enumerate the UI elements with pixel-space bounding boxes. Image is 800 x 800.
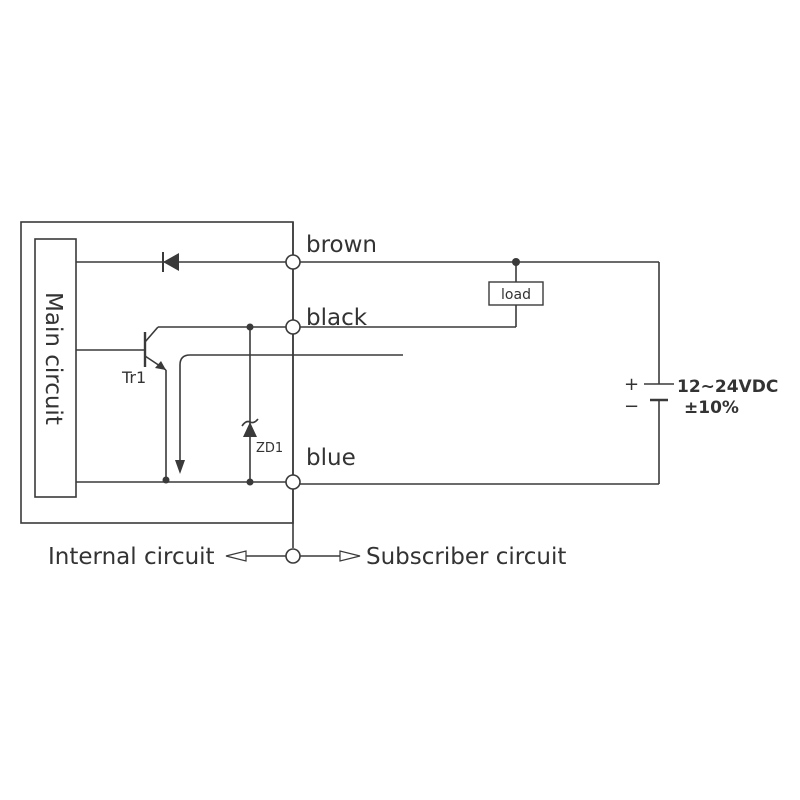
diode-triangle	[163, 253, 179, 271]
main-circuit-block	[34, 238, 77, 498]
supply-tolerance: ±10%	[684, 398, 739, 418]
load-label: load	[501, 287, 531, 303]
terminal-black-label: black	[306, 305, 368, 331]
main-circuit-label: Main circuit	[40, 292, 66, 425]
subscriber-arrow-icon	[339, 550, 361, 562]
transistor-emitter-arrow	[155, 361, 166, 370]
terminal-black	[285, 319, 301, 335]
terminal-brown-label: brown	[306, 232, 377, 258]
supply-minus: −	[624, 396, 639, 417]
subscriber-circuit-label: Subscriber circuit	[366, 544, 566, 570]
transistor-label: Tr1	[121, 368, 146, 387]
divider-terminal	[285, 548, 301, 564]
junction-dot-zener	[246, 478, 254, 486]
zener-triangle	[243, 422, 257, 437]
zener-bar	[241, 418, 259, 427]
transistor-collector	[144, 326, 159, 343]
internal-circuit-label: Internal circuit	[48, 544, 215, 570]
zener-label: ZD1	[256, 441, 283, 456]
supply-plus: +	[624, 374, 639, 395]
terminal-blue-label: blue	[306, 445, 356, 471]
current-path-arrowhead	[175, 460, 185, 474]
internal-arrow-icon	[225, 550, 247, 562]
current-path-line	[179, 354, 403, 462]
terminal-blue	[285, 474, 301, 490]
terminal-brown	[285, 254, 301, 270]
supply-voltage: 12~24VDC	[677, 377, 778, 397]
junction-dot-emitter	[162, 476, 170, 484]
